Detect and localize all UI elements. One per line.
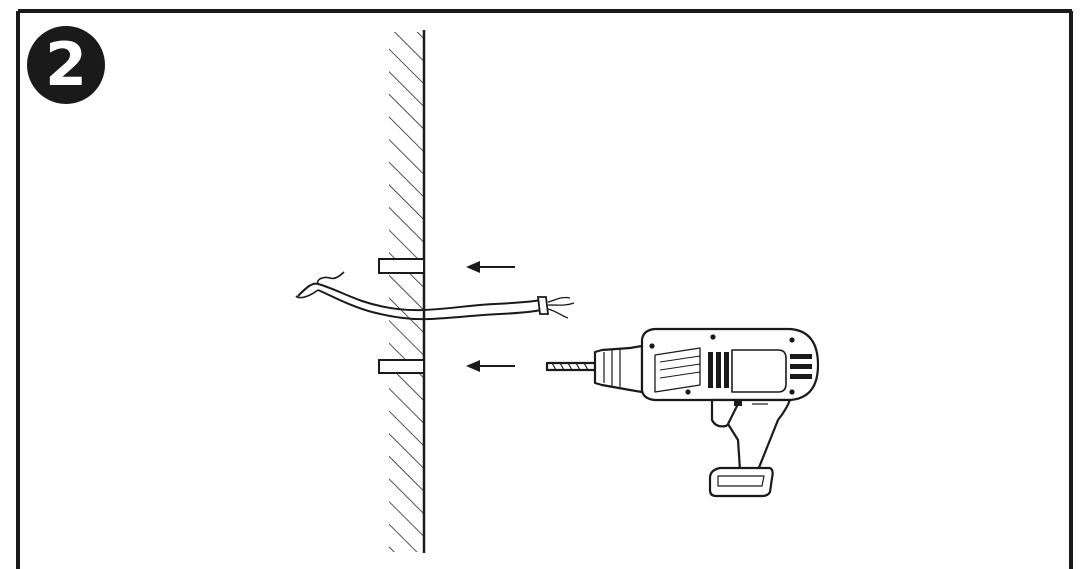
- drill-icon: [545, 327, 820, 498]
- arrow-left-icon: [466, 261, 515, 273]
- step-number-badge: 2: [27, 26, 105, 104]
- upper-wall-plug: [378, 258, 425, 274]
- cable-with-stripped-end: [295, 271, 575, 321]
- arrow-left-icon: [466, 360, 515, 372]
- panel-frame: [16, 9, 1073, 569]
- wall-section: [389, 30, 426, 553]
- lower-wall-plug: [378, 359, 425, 374]
